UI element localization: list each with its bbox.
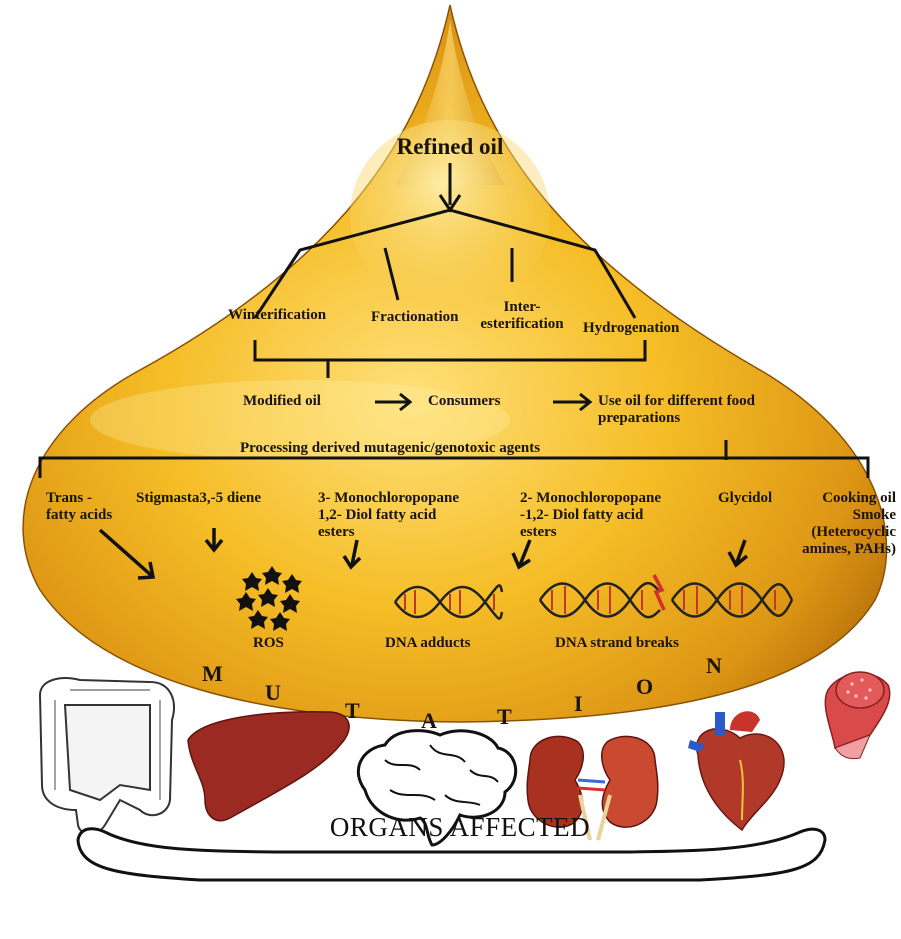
effect-dna-adducts: DNA adducts xyxy=(385,635,470,652)
agent-glycidol: Glycidol xyxy=(718,490,772,507)
liver-icon xyxy=(188,712,349,821)
agent-trans-fatty-acids: Trans - fatty acids xyxy=(46,490,112,524)
effect-ros: ROS xyxy=(253,635,284,652)
muscle-icon xyxy=(825,672,890,759)
agent-3-mcpd-esters: 3- Monochloropopane 1,2- Diol fatty acid… xyxy=(318,490,459,541)
effect-dna-strand-breaks: DNA strand breaks xyxy=(555,635,679,652)
process-interesterification: Inter- esterification xyxy=(467,299,577,333)
process-fractionation: Fractionation xyxy=(371,309,459,326)
intestine-icon xyxy=(40,678,174,834)
mutation-letter: A xyxy=(421,708,437,734)
mutation-letter: T xyxy=(497,704,512,730)
process-winterification: Winterification xyxy=(228,307,326,324)
mutation-letter: I xyxy=(574,691,583,717)
mutation-letter: N xyxy=(706,653,722,679)
agent-stigmasta-diene: Stigmasta3,-5 diene xyxy=(136,490,261,507)
mutation-letter: M xyxy=(202,661,223,687)
diagram-title: Refined oil xyxy=(360,134,540,160)
mutation-letter: U xyxy=(265,680,281,706)
mutation-letter: O xyxy=(636,674,653,700)
flow-consumers: Consumers xyxy=(428,393,501,410)
heart-icon xyxy=(688,711,784,830)
agent-cooking-oil-smoke: Cooking oil Smoke (Heterocyclic amines, … xyxy=(780,490,896,558)
organs-affected-label: ORGANS AFFECTED xyxy=(250,812,670,843)
agents-heading: Processing derived mutagenic/genotoxic a… xyxy=(240,440,540,457)
agent-2-mcpd-esters: 2- Monochloropopane -1,2- Diol fatty aci… xyxy=(520,490,661,541)
flow-food-preparations: Use oil for different food preparations xyxy=(598,393,755,427)
mutation-letter: T xyxy=(345,698,360,724)
flow-modified-oil: Modified oil xyxy=(243,393,321,410)
process-hydrogenation: Hydrogenation xyxy=(583,320,679,337)
